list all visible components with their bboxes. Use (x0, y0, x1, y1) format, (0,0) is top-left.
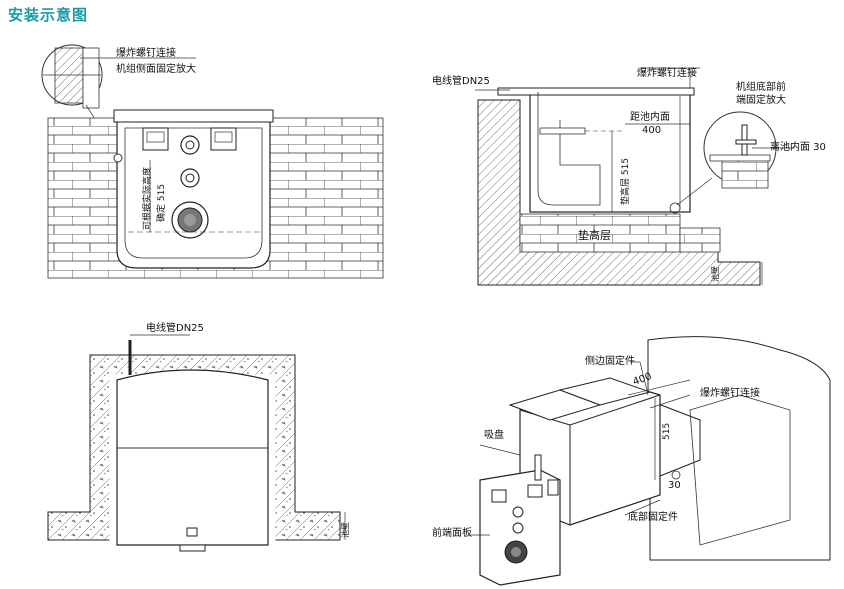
bottom-fixing-detail-1: 机组底部前 (736, 82, 786, 93)
unit-rear (116, 369, 269, 546)
distance-value: 400 (642, 125, 662, 136)
height-note-2: 确定 515 (157, 183, 167, 222)
height-dimension: 515 (662, 422, 672, 440)
offset-dimension: 30 (668, 480, 681, 491)
panel-isometric (470, 336, 831, 586)
panel-rear-view (47, 334, 346, 552)
pad-layer-bricks (519, 213, 681, 253)
explosion-bolt-callout: 爆炸螺钉连接 (637, 68, 697, 79)
panel-side-section (475, 67, 795, 286)
page-title: 安装示意图 (8, 6, 89, 24)
outlet-fitting (180, 168, 200, 188)
height-note-1: 可根据实际高度 (143, 166, 153, 230)
side-fixing-label: 侧边固定件 (585, 356, 635, 367)
suction-cup-label: 吸盘 (484, 430, 504, 441)
conduit-label: 电线管DN25 (432, 76, 490, 87)
offset-label: 离池内面 30 (770, 142, 826, 153)
unit-front (116, 111, 271, 269)
wall-label: 池壁 (711, 266, 720, 282)
detail-circle (41, 44, 103, 106)
pad-height-label: 垫高层 515 (621, 157, 631, 205)
bottom-fixing-detail-2: 端固定放大 (736, 95, 786, 106)
distance-label: 距池内面 (630, 112, 670, 123)
panel-front-view (41, 44, 384, 279)
explosion-bolt-callout: 爆炸螺钉连接 (116, 48, 176, 59)
inlet-fitting (180, 135, 200, 155)
bottom-fixing-label: 底部固定件 (628, 512, 678, 523)
side-fixing-detail-label: 机组侧面固定放大 (116, 64, 196, 75)
front-panel-label: 前端面板 (432, 528, 472, 539)
pad-layer-label: 垫高层 (578, 229, 611, 242)
explosion-bolt-callout: 爆炸螺钉连接 (700, 388, 760, 399)
wall-label: 池壁 (341, 522, 350, 538)
unit-side (529, 91, 691, 213)
conduit-label: 电线管DN25 (146, 323, 204, 334)
